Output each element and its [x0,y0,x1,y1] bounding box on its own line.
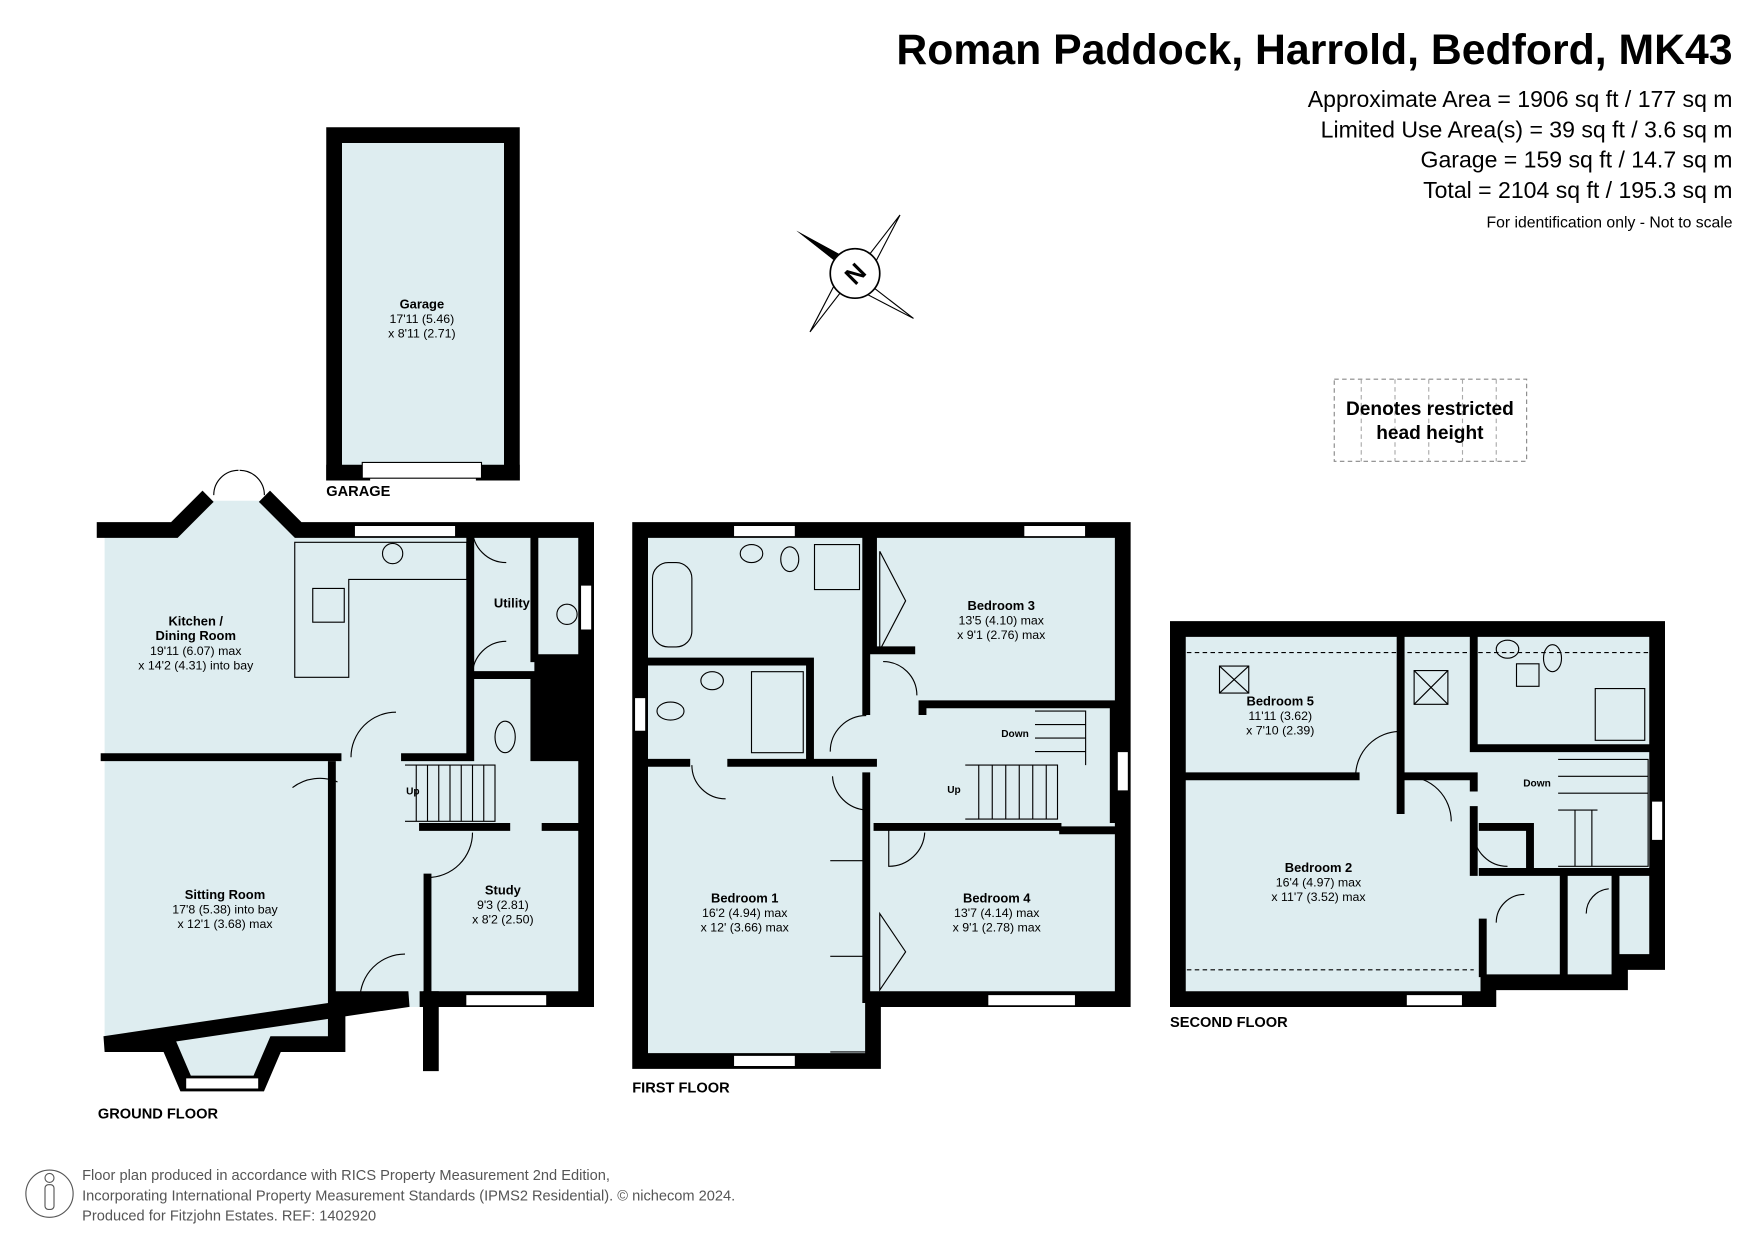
second-floor-plan [1170,621,1665,1007]
legend-line-1: Denotes restricted [1346,399,1514,420]
room-name-bedroom-5: Bedroom 5 [1247,693,1315,708]
floor-label-second: SECOND FLOOR [1170,1015,1288,1031]
area-total: Total = 2104 sq ft / 195.3 sq m [1423,177,1732,203]
room-dims-study: x 8'2 (2.50) [472,913,533,927]
room-dims-garage: 17'11 (5.46) [390,312,455,326]
room-dims-sitting-room: 17'8 (5.38) into bay [172,903,278,917]
floor-label-ground: GROUND FLOOR [98,1106,219,1122]
room-dims-study: 9'3 (2.81) [477,898,529,912]
room-dims-bedroom-3: 13'5 (4.10) max [959,613,1045,627]
room-dims-bedroom-1: 16'2 (4.94) max [702,906,788,920]
person-icon [25,1169,74,1218]
compass-north-icon: N [796,214,914,333]
room-dims-sitting-room: x 12'1 (3.68) max [177,917,273,931]
area-approximate: Approximate Area = 1906 sq ft / 177 sq m [1308,86,1733,112]
footer-line-1: Floor plan produced in accordance with R… [82,1168,610,1184]
floor-label-garage: GARAGE [326,484,390,500]
room-dims-bedroom-5: x 7'10 (2.39) [1246,724,1314,738]
room-dims-kitchen-dining-room: 19'11 (6.07) max [150,644,242,658]
room-dims-bedroom-1: x 12' (3.66) max [701,921,790,935]
room-dims-bedroom-4: 13'7 (4.14) max [954,906,1040,920]
room-dims-bedroom-2: x 11'7 (3.52) max [1271,890,1366,904]
floor-label-first: FIRST FLOOR [632,1080,730,1096]
room-name-bedroom-3: Bedroom 3 [968,598,1036,613]
room-name-kitchen-dining-room: Kitchen / [168,614,223,629]
room-name-bedroom-2: Bedroom 2 [1285,860,1353,875]
room-dims-bedroom-4: x 9'1 (2.78) max [953,921,1042,935]
footer: Floor plan produced in accordance with R… [25,1168,735,1225]
stair-label-first-down: Down [1001,729,1029,740]
ground-floor-plan [96,469,594,1092]
room-dims-bedroom-2: 16'4 (4.97) max [1276,876,1362,890]
legend-line-2: head height [1376,423,1484,444]
first-floor-plan [632,522,1131,1069]
room-dims-bedroom-3: x 9'1 (2.76) max [957,628,1046,642]
room-name-kitchen-dining-room-line2: Dining Room [156,628,236,643]
room-dims-bedroom-5: 11'11 (3.62) [1248,709,1312,723]
scale-note: For identification only - Not to scale [1487,214,1733,231]
room-name-sitting-room: Sitting Room [185,887,265,902]
restricted-head-height-legend: Denotes restricted head height [1333,378,1528,462]
area-garage: Garage = 159 sq ft / 14.7 sq m [1421,147,1733,173]
area-limited-use: Limited Use Area(s) = 39 sq ft / 3.6 sq … [1321,116,1733,142]
stair-label-ground-up: Up [406,786,419,797]
room-name-study: Study [485,882,522,897]
stair-label-first-up: Up [947,785,960,796]
garage-plan [326,127,520,481]
stair-label-second-down: Down [1523,778,1551,789]
footer-line-2: Incorporating International Property Mea… [82,1188,735,1204]
property-title: Roman Paddock, Harrold, Bedford, MK43 [896,26,1732,74]
room-name-bedroom-1: Bedroom 1 [711,890,779,905]
room-dims-kitchen-dining-room: x 14'2 (4.31) into bay [138,658,254,672]
footer-line-3: Produced for Fitzjohn Estates. REF: 1402… [82,1209,376,1225]
room-name-bedroom-4: Bedroom 4 [963,890,1031,905]
room-name-utility: Utility [494,596,531,611]
room-name-garage: Garage [400,296,445,311]
room-dims-garage: x 8'11 (2.71) [388,327,455,341]
